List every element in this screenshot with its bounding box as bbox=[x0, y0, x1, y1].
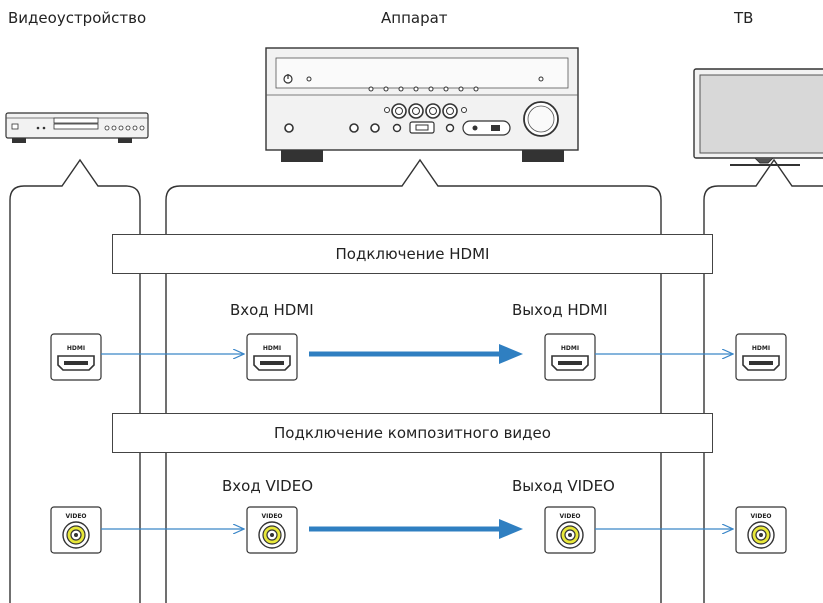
svg-text:VIDEO: VIDEO bbox=[750, 513, 771, 520]
receiver-hdmi-input-jack: HDMI bbox=[246, 333, 298, 381]
tv-video-jack: VIDEO bbox=[735, 506, 787, 554]
tv-label: ТВ bbox=[734, 9, 754, 27]
tv-hdmi-jack: HDMI bbox=[735, 333, 787, 381]
svg-text:HDMI: HDMI bbox=[561, 345, 579, 352]
receiver-image bbox=[265, 47, 579, 162]
svg-text:HDMI: HDMI bbox=[263, 345, 281, 352]
svg-text:VIDEO: VIDEO bbox=[65, 513, 86, 520]
receiver-hdmi-output-jack: HDMI bbox=[544, 333, 596, 381]
source-hdmi-jack: HDMI bbox=[50, 333, 102, 381]
svg-text:HDMI: HDMI bbox=[67, 345, 85, 352]
tv-panel bbox=[703, 158, 823, 603]
source-device-label: Видеоустройство bbox=[8, 9, 147, 27]
hdmi-output-label: Выход HDMI bbox=[512, 301, 608, 319]
svg-text:HDMI: HDMI bbox=[752, 345, 770, 352]
receiver-video-input-jack: VIDEO bbox=[246, 506, 298, 554]
video-device-image bbox=[5, 112, 149, 143]
hdmi-connection-banner: Подключение HDMI bbox=[112, 234, 713, 274]
source-video-jack: VIDEO bbox=[50, 506, 102, 554]
svg-text:VIDEO: VIDEO bbox=[559, 513, 580, 520]
composite-connection-title: Подключение композитного видео bbox=[274, 424, 551, 442]
hdmi-connection-title: Подключение HDMI bbox=[335, 245, 490, 263]
receiver-video-output-jack: VIDEO bbox=[544, 506, 596, 554]
video-output-label: Выход VIDEO bbox=[512, 477, 615, 495]
composite-connection-banner: Подключение композитного видео bbox=[112, 413, 713, 453]
source-device-panel bbox=[9, 158, 141, 603]
tv-image bbox=[693, 68, 823, 166]
receiver-panel bbox=[165, 158, 662, 603]
svg-text:VIDEO: VIDEO bbox=[261, 513, 282, 520]
video-input-label: Вход VIDEO bbox=[222, 477, 314, 495]
receiver-label: Аппарат bbox=[381, 9, 448, 27]
hdmi-input-label: Вход HDMI bbox=[230, 301, 314, 319]
